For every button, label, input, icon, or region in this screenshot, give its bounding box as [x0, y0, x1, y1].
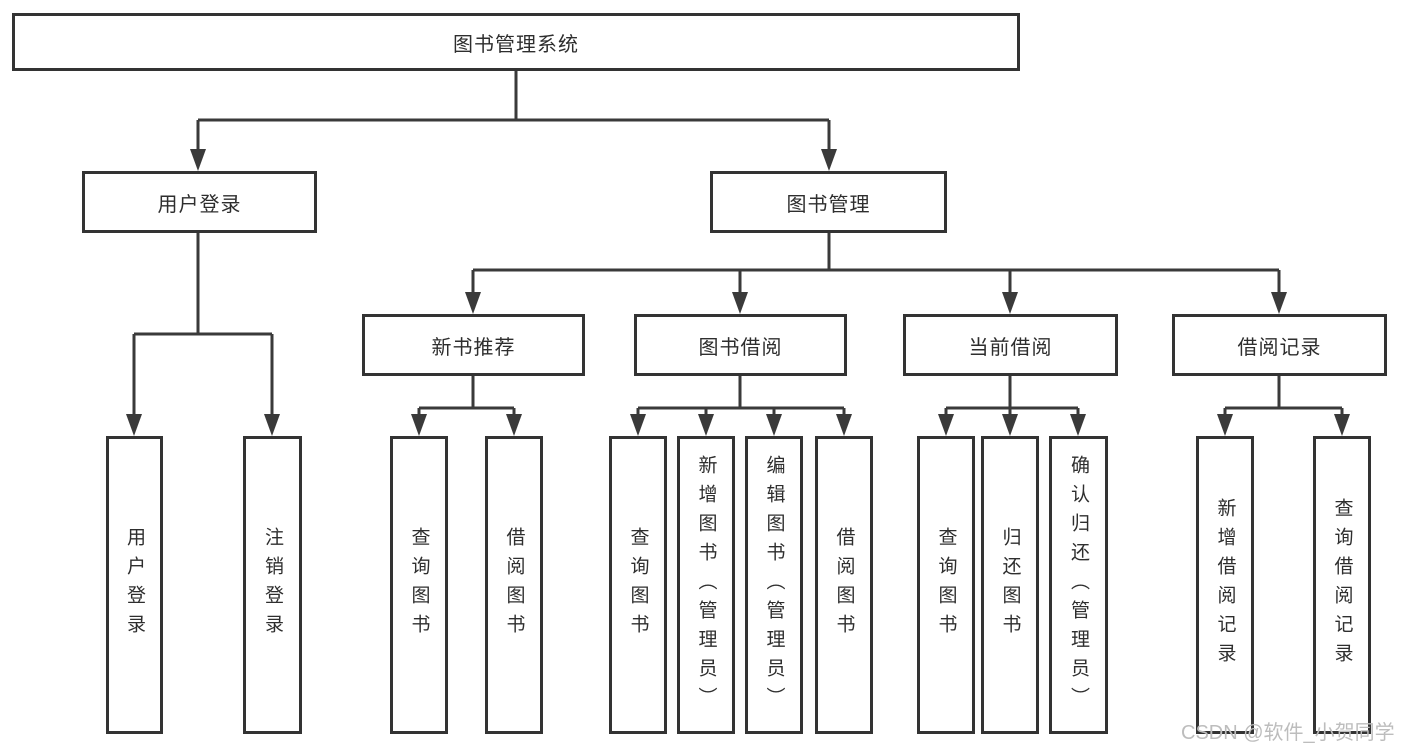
arrow-down-icon — [1002, 414, 1018, 436]
connector-borrow-records-children — [1223, 376, 1344, 430]
leaf-add-borrow-record-label: 新增借阅记录 — [1214, 498, 1236, 672]
arrow-down-icon — [506, 414, 522, 436]
leaf-borrow-books-1: 借阅图书 — [485, 436, 543, 734]
leaf-borrow-books-2: 借阅图书 — [815, 436, 873, 734]
node-borrow-records: 借阅记录 — [1172, 314, 1387, 376]
leaf-query-borrow-record: 查询借阅记录 — [1313, 436, 1371, 734]
arrow-down-icon — [1002, 292, 1018, 314]
node-user-login: 用户登录 — [82, 171, 317, 233]
node-library-system-label: 图书管理系统 — [453, 33, 579, 56]
arrow-down-icon — [1334, 414, 1350, 436]
leaf-query-borrow-record-label: 查询借阅记录 — [1331, 498, 1353, 672]
arrow-down-icon — [766, 414, 782, 436]
connector-book-borrow-children — [636, 376, 846, 430]
node-borrow-records-label: 借阅记录 — [1237, 336, 1322, 359]
leaf-user-login: 用户登录 — [106, 436, 163, 734]
leaf-edit-books-admin: 编辑图书（管理员） — [745, 436, 803, 734]
arrow-down-icon — [465, 292, 481, 314]
arrow-down-icon — [190, 149, 206, 171]
node-book-borrow-label: 图书借阅 — [698, 336, 783, 359]
leaf-query-books-3: 查询图书 — [917, 436, 975, 734]
leaf-query-books-2: 查询图书 — [609, 436, 667, 734]
arrow-down-icon — [1070, 414, 1086, 436]
node-book-management: 图书管理 — [710, 171, 947, 233]
connector-book-management-to-level3 — [471, 233, 1281, 309]
leaf-logout-label: 注销登录 — [262, 527, 283, 643]
arrow-down-icon — [630, 414, 646, 436]
leaf-query-books-1-label: 查询图书 — [408, 527, 430, 643]
node-current-borrow: 当前借阅 — [903, 314, 1118, 376]
connector-new-book-recommend-children — [417, 376, 516, 430]
arrow-down-icon — [126, 414, 142, 436]
leaf-confirm-return-admin-label: 确认归还（管理员） — [1068, 454, 1089, 716]
leaf-borrow-books-1-label: 借阅图书 — [503, 527, 525, 643]
arrow-down-icon — [1217, 414, 1233, 436]
leaf-return-books-label: 归还图书 — [999, 527, 1021, 643]
arrow-down-icon — [821, 149, 837, 171]
node-book-borrow: 图书借阅 — [634, 314, 847, 376]
node-new-book-recommend: 新书推荐 — [362, 314, 585, 376]
leaf-borrow-books-2-label: 借阅图书 — [833, 527, 855, 643]
leaf-confirm-return-admin: 确认归还（管理员） — [1049, 436, 1108, 734]
arrow-down-icon — [836, 414, 852, 436]
leaf-query-books-3-label: 查询图书 — [935, 527, 957, 643]
arrow-down-icon — [1271, 292, 1287, 314]
leaf-add-books-admin-label: 新增图书（管理员） — [695, 454, 717, 716]
arrow-down-icon — [698, 414, 714, 436]
leaf-return-books: 归还图书 — [981, 436, 1039, 734]
node-library-system: 图书管理系统 — [12, 13, 1020, 71]
node-current-borrow-label: 当前借阅 — [968, 336, 1053, 359]
leaf-add-borrow-record: 新增借阅记录 — [1196, 436, 1254, 734]
leaf-query-books-1: 查询图书 — [390, 436, 448, 734]
leaf-user-login-label: 用户登录 — [124, 527, 145, 643]
leaf-edit-books-admin-label: 编辑图书（管理员） — [763, 454, 785, 716]
arrow-down-icon — [938, 414, 954, 436]
leaf-add-books-admin: 新增图书（管理员） — [677, 436, 735, 734]
node-new-book-recommend-label: 新书推荐 — [431, 336, 516, 359]
arrow-down-icon — [264, 414, 280, 436]
connector-user-login-children — [132, 233, 274, 430]
arrow-down-icon — [732, 292, 748, 314]
node-book-management-label: 图书管理 — [786, 193, 871, 216]
leaf-logout: 注销登录 — [243, 436, 302, 734]
arrow-down-icon — [411, 414, 427, 436]
csdn-watermark: CSDN @软件_小贺同学 — [1181, 722, 1395, 744]
node-user-login-label: 用户登录 — [157, 193, 242, 216]
leaf-query-books-2-label: 查询图书 — [627, 527, 649, 643]
connector-root-to-level2 — [196, 70, 831, 164]
